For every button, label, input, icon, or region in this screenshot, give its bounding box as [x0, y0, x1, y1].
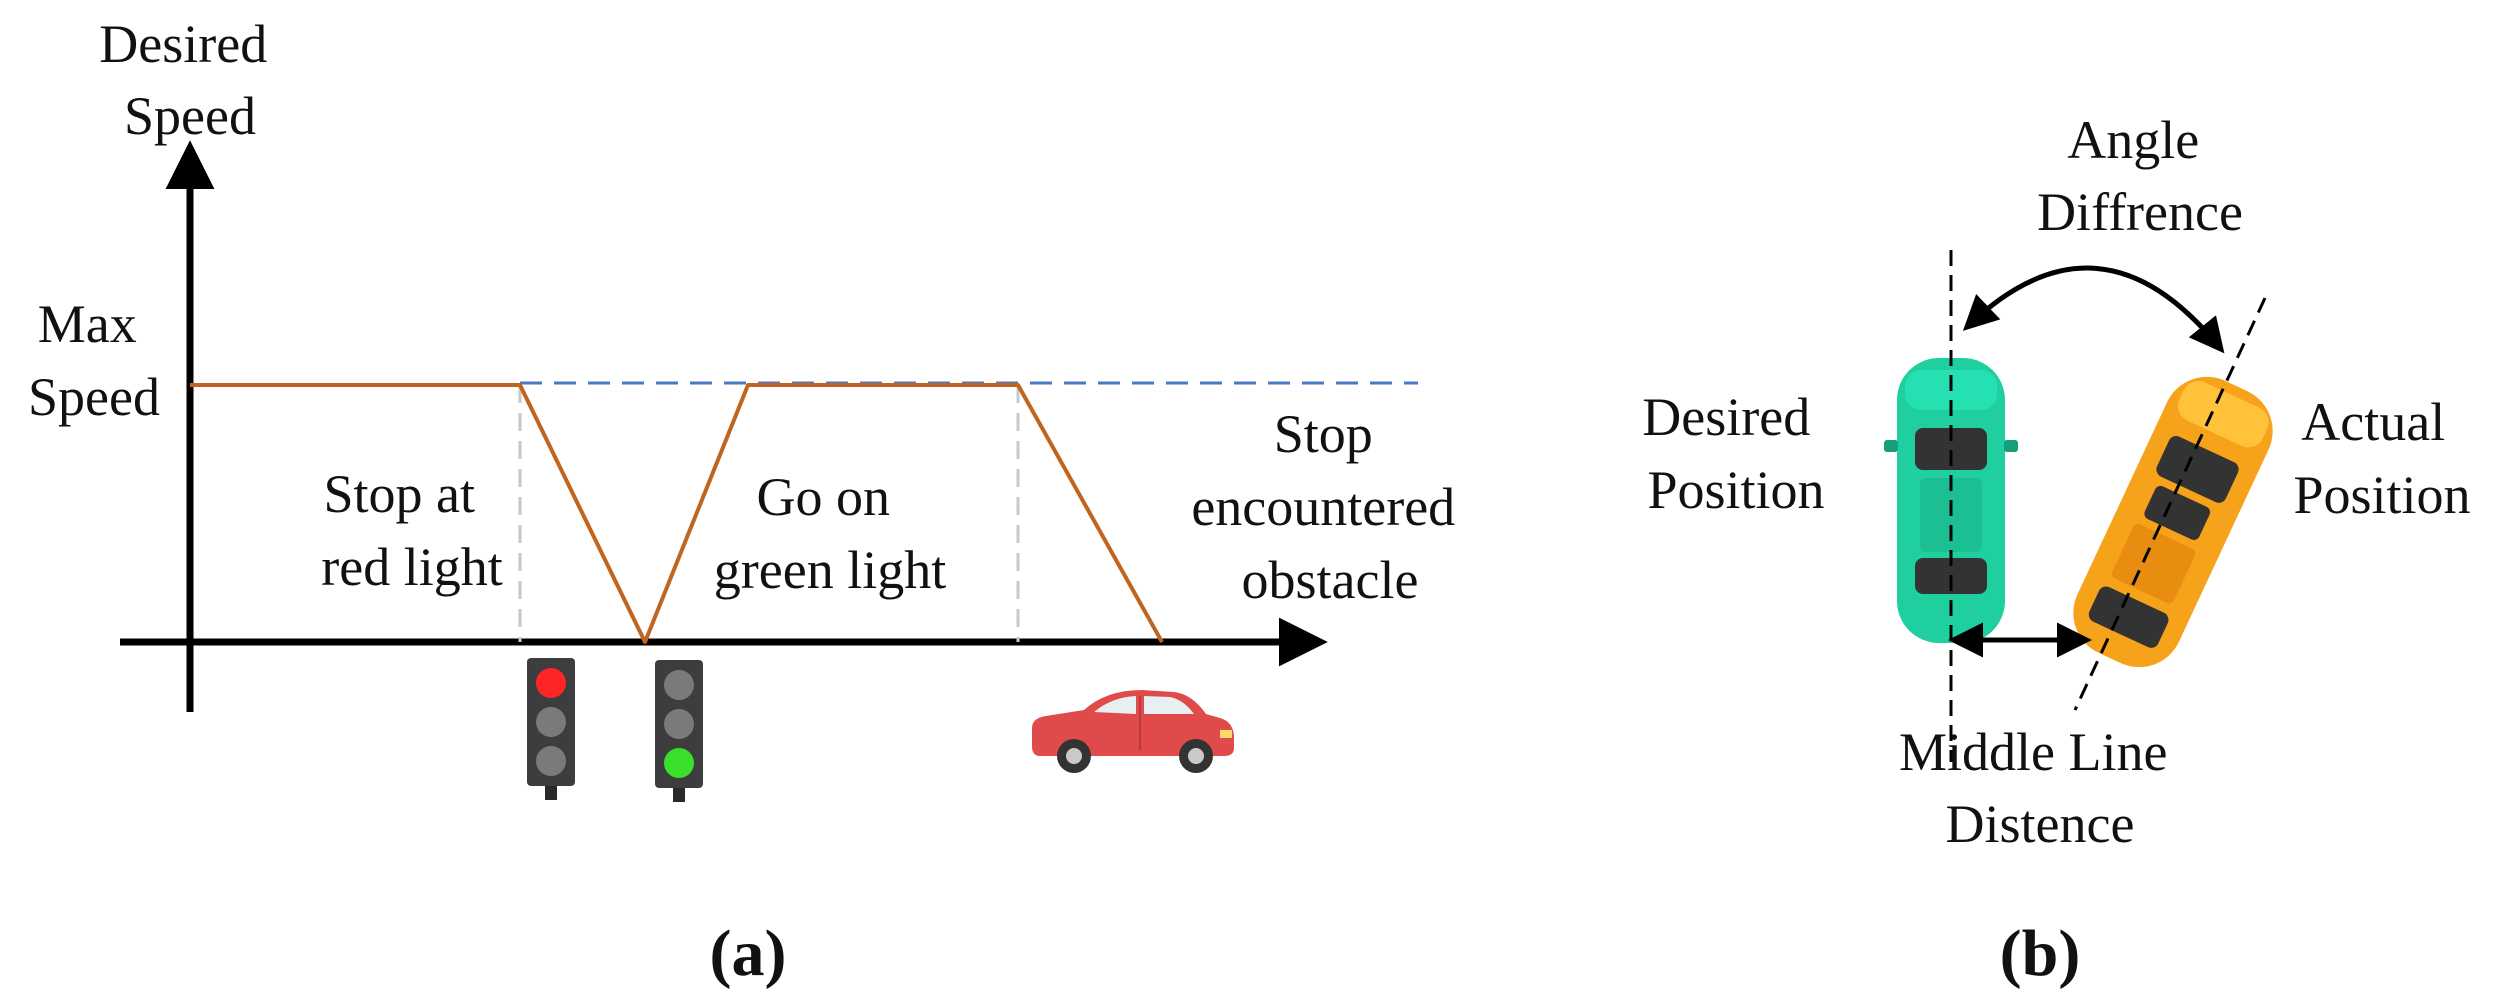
actual-center-line — [2073, 297, 2267, 711]
label-stop-obstacle: Stop encountered obstacle — [1191, 404, 1468, 610]
max-speed-label: Max Speed — [28, 294, 160, 427]
orange-car-icon — [2073, 376, 2273, 668]
middle-line-distance-label: Middle Line Distence — [1899, 722, 2181, 854]
label-stop-red-light: Stop at red light — [321, 464, 502, 597]
label-go-green-light: Go on green light — [714, 467, 946, 600]
green-traffic-light-icon — [655, 660, 703, 802]
angle-difference-label: Angle Diffrence — [2037, 110, 2243, 242]
actual-position-label: Actual Position — [2293, 392, 2470, 525]
caption-b: (b) — [2000, 917, 2081, 990]
caption-a: (a) — [710, 917, 787, 990]
red-traffic-light-icon — [527, 658, 575, 800]
angle-arrow — [1962, 265, 2225, 354]
panel-b: Angle Diffrence — [1642, 110, 2470, 990]
panel-a: Desired Speed Max Speed Stop at red ligh… — [28, 14, 1468, 990]
speed-profile — [190, 383, 1164, 644]
desired-position-label: Desired Position — [1642, 387, 1824, 520]
red-car-icon — [1032, 690, 1234, 773]
y-axis-label: Desired Speed — [99, 14, 280, 146]
